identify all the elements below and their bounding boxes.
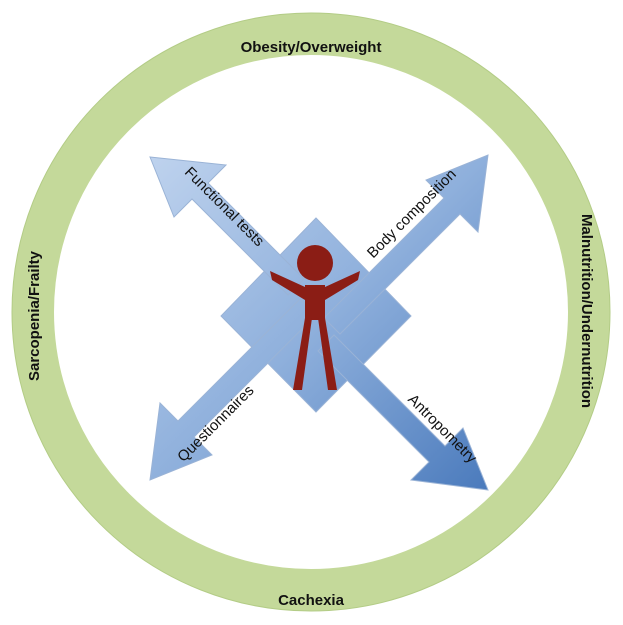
ring-label-bottom: Cachexia bbox=[278, 592, 345, 609]
ring-outer-edge bbox=[11, 12, 611, 612]
arrow-top-right bbox=[323, 154, 489, 335]
ring-label-left: Sarcopenia/Frailty bbox=[26, 250, 43, 381]
ring-label-top: Obesity/Overweight bbox=[241, 39, 382, 56]
arrow-bottom-right bbox=[317, 334, 489, 491]
arrow-cross bbox=[149, 154, 489, 491]
person-icon bbox=[270, 245, 360, 390]
arrow-top-left bbox=[149, 156, 305, 296]
arrow-label-top-left: Functional tests bbox=[181, 164, 267, 250]
outer-ring bbox=[12, 13, 610, 611]
ring-label-right: Malnutrition/Undernutrition bbox=[578, 214, 595, 408]
